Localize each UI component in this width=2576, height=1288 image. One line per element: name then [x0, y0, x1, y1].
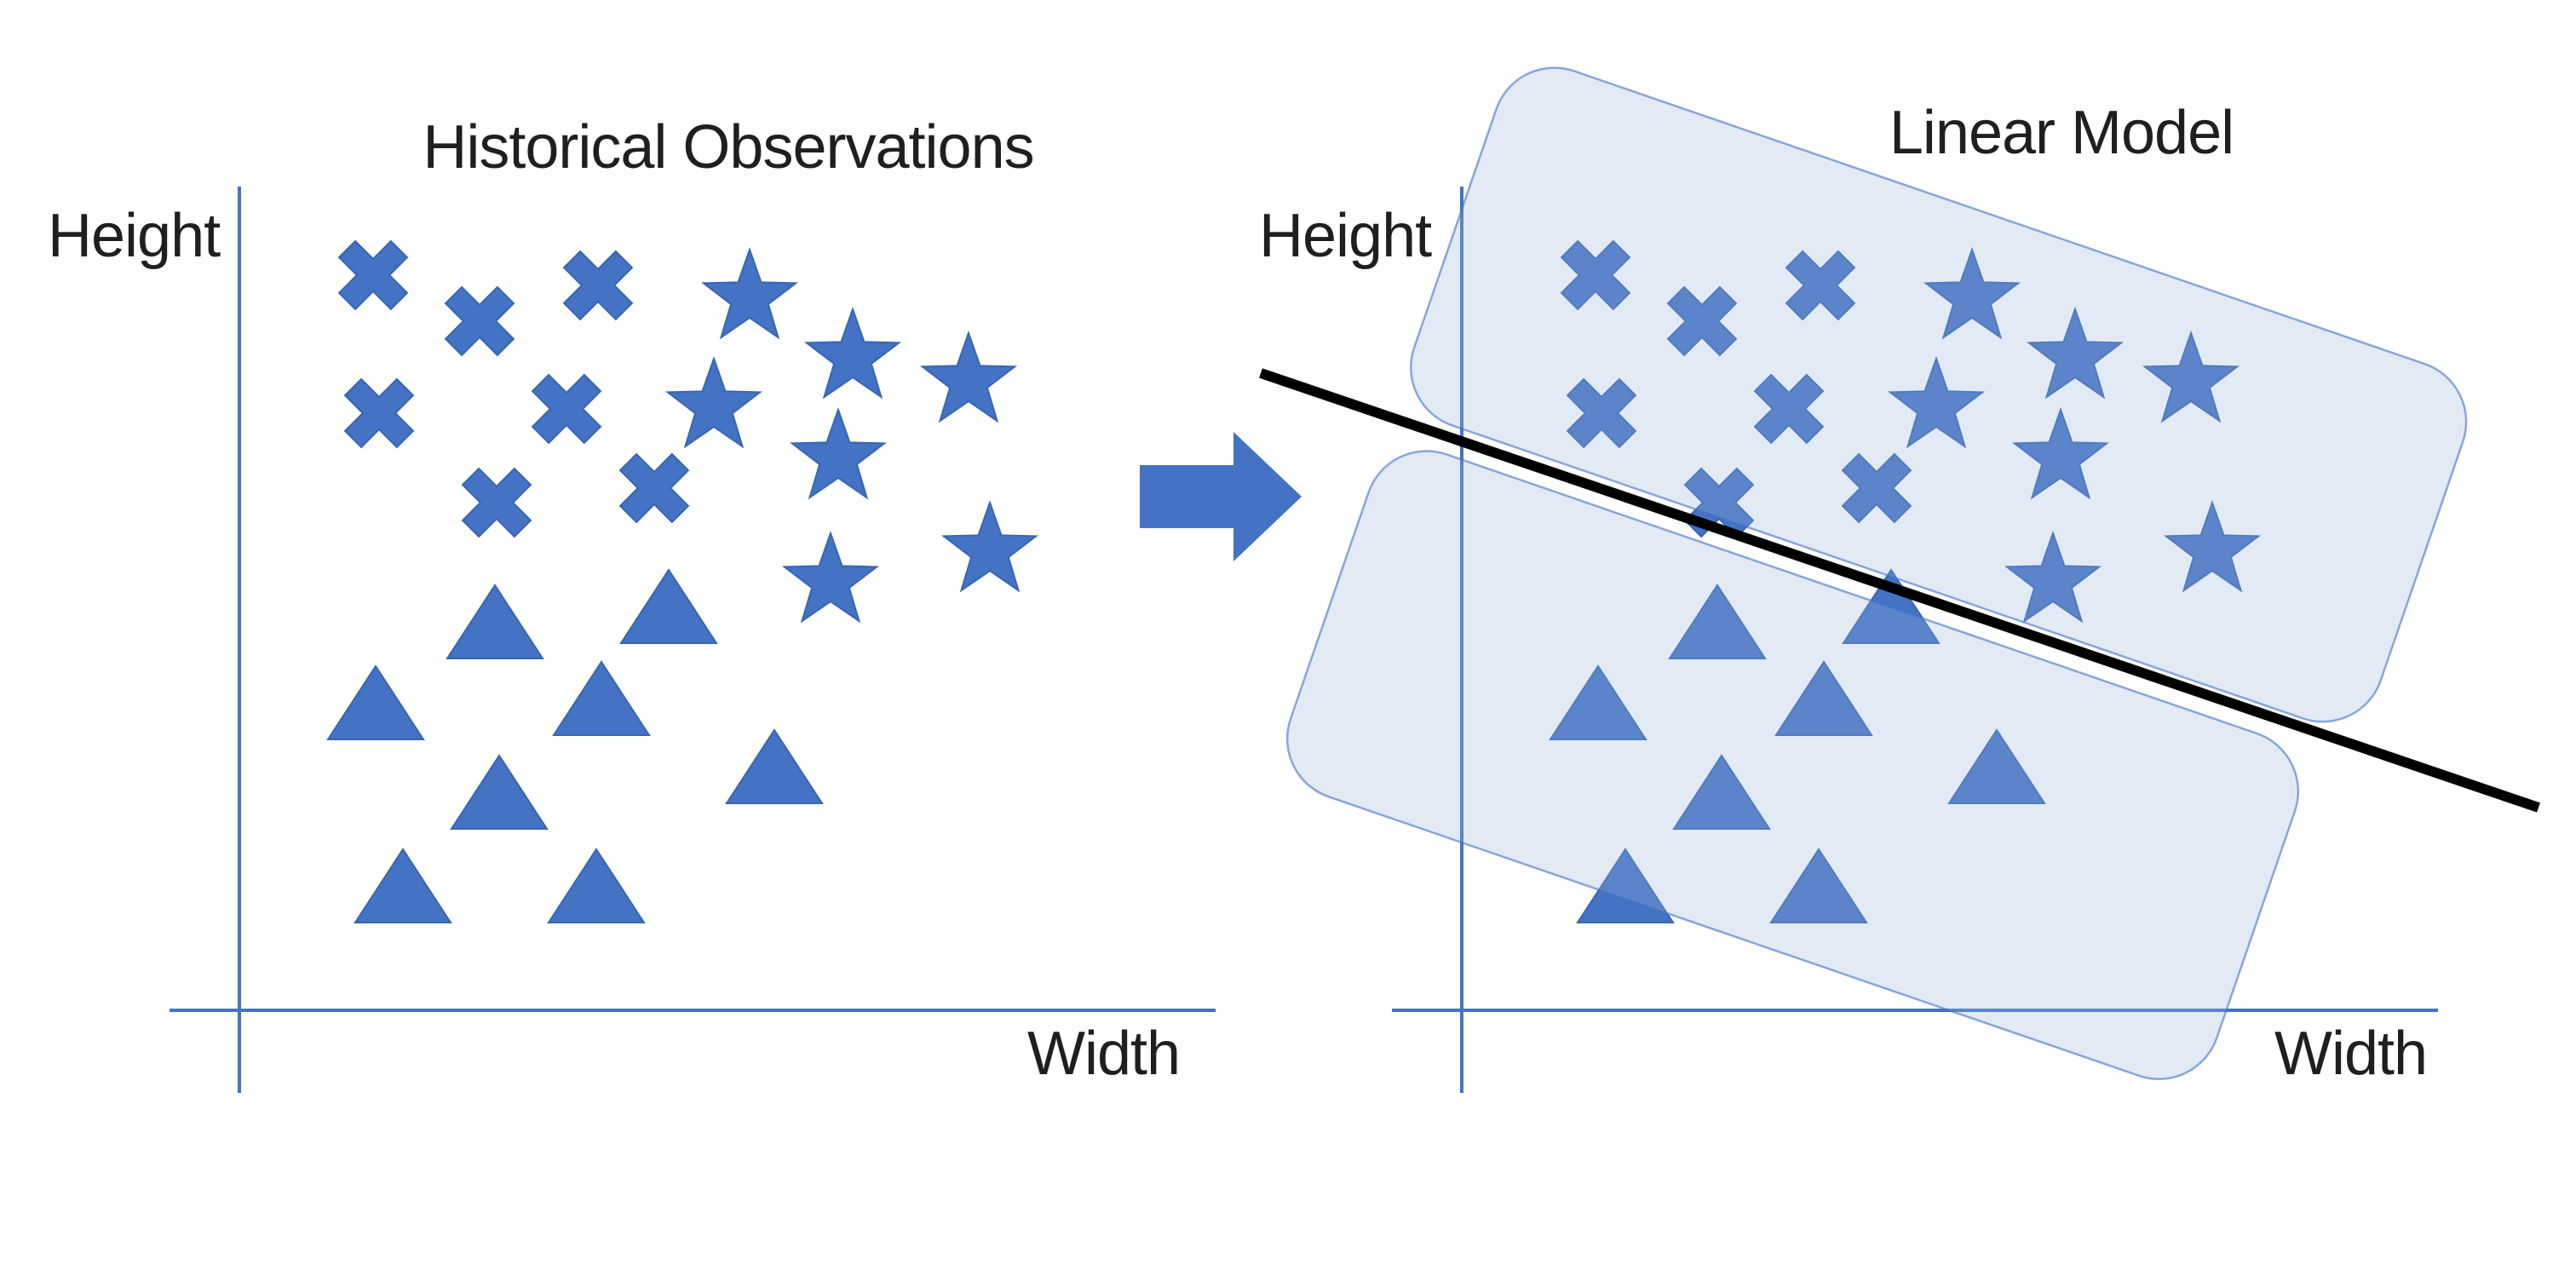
right-chart-title: Linear Model [1889, 99, 2234, 167]
data-point-cross [343, 377, 415, 449]
data-point-cross [444, 285, 515, 357]
data-point-triangle [1947, 728, 2046, 804]
data-point-star [1923, 246, 2021, 340]
data-point-triangle [450, 754, 549, 830]
data-point-triangle [1769, 848, 1868, 923]
data-point-star [1887, 355, 1986, 449]
data-point-triangle [446, 584, 544, 659]
right-y-axis-label: Height [1259, 202, 1432, 270]
data-point-cross [337, 239, 409, 311]
data-point-cross [461, 467, 532, 538]
data-point-star [940, 499, 1039, 593]
data-point-cross [531, 373, 602, 445]
data-point-cross [1841, 452, 1912, 524]
data-point-star [2011, 406, 2110, 500]
data-point-cross [1560, 239, 1631, 311]
right-arrow-icon [1140, 432, 1302, 561]
data-point-star [664, 355, 763, 449]
data-point-star [803, 306, 902, 400]
data-point-triangle [619, 568, 718, 644]
data-point-star [2004, 530, 2102, 624]
data-point-star [700, 246, 799, 340]
data-point-star [2026, 306, 2125, 400]
data-point-cross [562, 250, 634, 321]
left-y-axis-label: Height [48, 202, 221, 270]
data-point-triangle [552, 660, 651, 736]
data-point-star [919, 330, 1018, 423]
decision-boundary-line [1259, 368, 2540, 813]
data-point-cross [1753, 373, 1825, 445]
data-point-triangle [1774, 660, 1873, 736]
data-point-cross [1566, 377, 1637, 449]
data-point-triangle [354, 848, 452, 923]
data-point-cross [618, 452, 690, 524]
data-point-triangle [1549, 664, 1647, 740]
data-point-star [789, 406, 888, 500]
data-point-triangle [547, 848, 646, 923]
data-point-star [781, 530, 880, 624]
data-point-cross [1785, 250, 1856, 321]
lower-class-region [1285, 450, 2300, 1080]
left-x-axis-label: Width [1027, 1020, 1181, 1088]
data-point-cross [1666, 285, 1738, 357]
data-point-triangle [1668, 584, 1767, 659]
data-point-triangle [725, 728, 824, 804]
data-point-triangle [326, 664, 425, 740]
upper-class-region [1410, 66, 2468, 723]
data-point-star [2163, 499, 2262, 593]
data-point-triangle [1672, 754, 1771, 830]
left-chart-title: Historical Observations [423, 113, 1034, 181]
data-point-triangle [1576, 848, 1675, 923]
right-x-axis-label: Width [2274, 1020, 2428, 1088]
data-point-star [2142, 330, 2240, 423]
